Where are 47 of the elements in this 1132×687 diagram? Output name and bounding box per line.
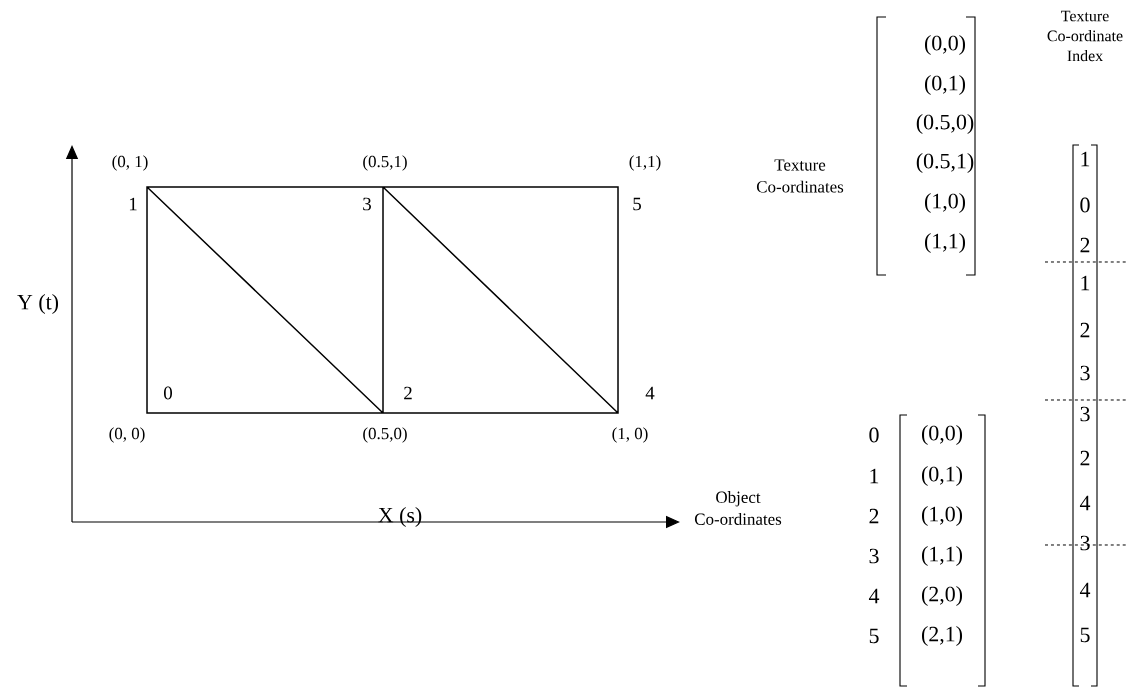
vertex-coordinate: (1,1) [629,155,661,171]
index-entry: 0 [1080,197,1090,213]
row-index: 3 [869,548,879,564]
vertex-coordinate: (0.5,0) [363,427,407,443]
vertex-number: 0 [164,386,172,400]
axis-label: X (s) [378,507,422,527]
index-entry: 2 [1080,450,1090,466]
row-index: 1 [870,468,879,484]
row-index: 2 [869,508,879,524]
vertex-coordinate: (0.5,1) [363,155,407,171]
vertex-coordinate: (0, 0) [109,427,145,443]
index-entry: 3 [1080,406,1090,422]
matrix-entry: (0.5,0) [916,114,974,134]
heading: Texture Co-ordinates [756,159,844,193]
matrix-entry: (0.5,1) [916,153,974,173]
matrix-entry: (1,0) [921,506,963,526]
heading: Texture Co-ordinate Index [1047,10,1123,62]
index-entry: 1 [1081,275,1090,291]
index-entry: 3 [1080,365,1090,381]
matrix-entry: (1,1) [921,546,963,566]
matrix-entry: (1,1) [924,233,966,253]
index-entry: 3 [1080,535,1090,551]
axis-label: Y (t) [17,294,59,314]
matrix-entry: (1,0) [924,193,966,213]
index-entry: 2 [1080,322,1090,338]
row-index: 4 [868,588,880,604]
row-index: 5 [869,628,879,644]
matrix-entry: (0,0) [921,425,963,445]
vertex-number: 4 [645,386,655,400]
index-entry: 1 [1081,151,1090,167]
heading: Object Co-ordinates [694,491,782,525]
matrix-entry: (0,0) [924,35,966,55]
vertex-number: 3 [363,197,371,211]
vertex-number: 2 [404,386,412,400]
vertex-number: 5 [633,197,641,211]
index-entry: 5 [1080,627,1090,643]
matrix-entry: (2,0) [921,586,963,606]
matrix-entry: (2,1) [921,626,963,646]
index-entry: 4 [1079,582,1091,598]
index-entry: 2 [1080,237,1090,253]
matrix-entry: (0,1) [924,75,966,95]
vertex-coordinate: (1, 0) [612,427,648,443]
row-index: 0 [869,427,879,443]
vertex-coordinate: (0, 1) [112,155,148,171]
index-entry: 4 [1079,495,1091,511]
matrix-entry: (0,1) [921,466,963,486]
vertex-number: 1 [129,197,137,211]
